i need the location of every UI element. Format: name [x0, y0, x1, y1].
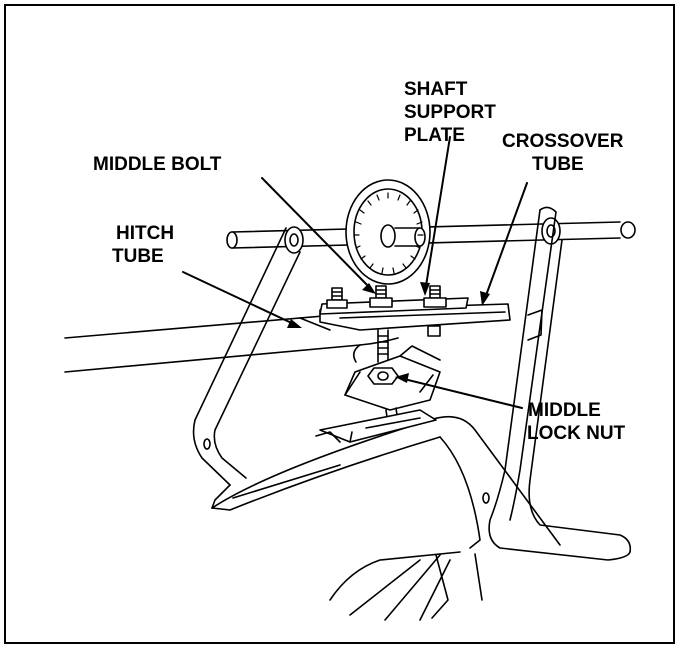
label-line: MIDDLE BOLT [93, 154, 222, 175]
label-shaft-support-plate: SHAFT SUPPORT PLATE [404, 78, 496, 147]
label-line: PLATE [404, 125, 465, 146]
label-line: CROSSOVER [502, 131, 624, 152]
label-line: TUBE [112, 246, 164, 267]
label-line: LOCK NUT [527, 423, 626, 444]
label-middle-lock-nut: MIDDLE LOCK NUT [527, 399, 625, 445]
label-line: MIDDLE [528, 400, 601, 421]
shaft-disc [345, 179, 431, 285]
left-frame-arm [192, 227, 301, 509]
label-line: TUBE [532, 154, 584, 175]
right-frame-arm [482, 206, 632, 561]
figure-border [4, 4, 675, 644]
label-line: HITCH [116, 223, 175, 244]
rear-rod [226, 217, 636, 254]
label-middle-bolt: MIDDLE BOLT [93, 153, 221, 176]
leader-lines [182, 136, 528, 409]
label-crossover-tube: CROSSOVER TUBE [502, 130, 623, 176]
label-hitch-tube: HITCH TUBE [112, 222, 174, 268]
lower-housing [211, 415, 561, 621]
leader-arrowheads [287, 282, 490, 383]
label-line: SHAFT [404, 79, 468, 100]
middle-lock-nut [367, 367, 399, 385]
label-line: SUPPORT [404, 102, 496, 123]
plate-bolts [326, 285, 447, 337]
middle-bolt-shank [352, 329, 389, 363]
